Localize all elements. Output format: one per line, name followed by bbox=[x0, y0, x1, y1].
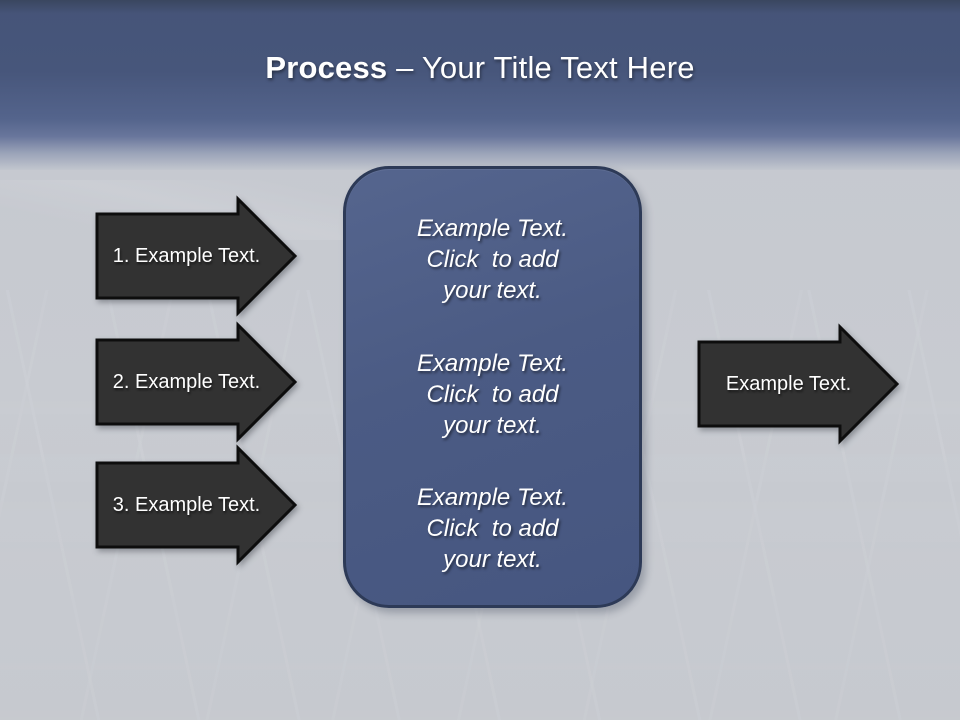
step-3-label: 3. Example Text. bbox=[112, 493, 261, 516]
process-step-arrow-1: 1. Example Text. bbox=[95, 195, 298, 317]
placeholder-line: Example Text. bbox=[416, 484, 569, 511]
title-rest: – Your Title Text Here bbox=[387, 50, 695, 85]
output-label: Example Text. bbox=[725, 372, 852, 395]
placeholder-line: Click to add bbox=[426, 246, 559, 273]
placeholder-line: Click to add bbox=[426, 515, 559, 542]
process-output-arrow: Example Text. bbox=[697, 323, 900, 445]
placeholder-text-block-2: Example Text. Click to add your text. bbox=[356, 348, 629, 441]
step-2-label: 2. Example Text. bbox=[112, 370, 261, 393]
right-arrow-shape-icon bbox=[697, 323, 900, 445]
right-arrow-shape-icon bbox=[95, 195, 298, 317]
placeholder-text-block-1: Example Text. Click to add your text. bbox=[356, 213, 629, 306]
placeholder-line: Example Text. bbox=[416, 215, 569, 242]
placeholder-line: your text. bbox=[443, 411, 542, 439]
title-banner: Process – Your Title Text Here bbox=[0, 0, 960, 170]
placeholder-line: your text. bbox=[443, 277, 542, 304]
process-step-arrow-2: 2. Example Text. bbox=[95, 321, 298, 443]
process-step-arrow-3: 3. Example Text. bbox=[95, 444, 298, 566]
placeholder-line: Click to add bbox=[426, 380, 559, 408]
process-summary-box: Example Text. Click to add your text. Ex… bbox=[343, 166, 642, 608]
title-emphasis: Process bbox=[265, 50, 388, 85]
right-arrow-shape-icon bbox=[95, 321, 298, 443]
step-1-label: 1. Example Text. bbox=[112, 244, 261, 267]
right-arrow-shape-icon bbox=[95, 444, 298, 566]
placeholder-text-block-3: Example Text. Click to add your text. bbox=[356, 482, 629, 575]
placeholder-line: your text. bbox=[443, 546, 542, 573]
placeholder-line: Example Text. bbox=[416, 349, 569, 377]
slide-title: Process – Your Title Text Here bbox=[0, 50, 960, 86]
